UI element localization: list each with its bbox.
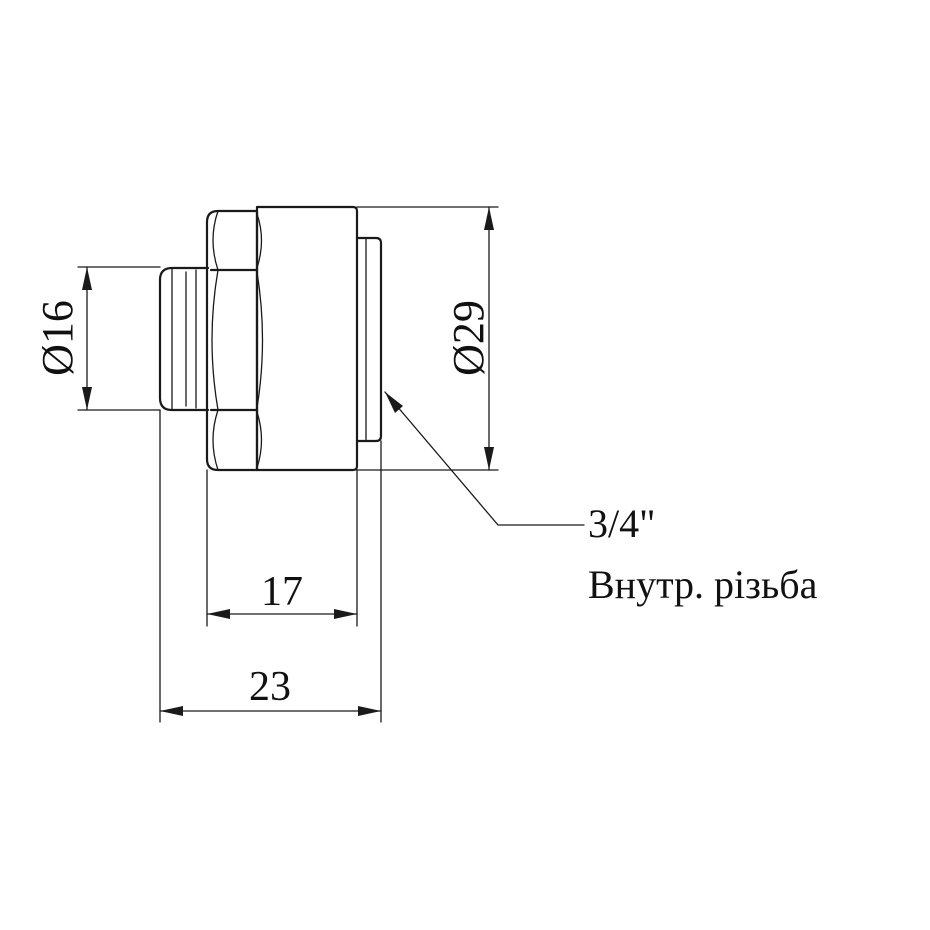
dimension-length-total: 23 [159, 409, 382, 723]
fitting-outline [158, 205, 383, 472]
thread-size-label: 3/4" [588, 501, 655, 546]
thread-collar [355, 236, 383, 443]
length-hex-label: 17 [261, 569, 303, 615]
diameter-large-label: Ø29 [444, 300, 493, 376]
threaded-spigot [158, 266, 210, 412]
diameter-small-label: Ø16 [33, 300, 82, 376]
thread-callout: 3/4" Внутр. різьба [384, 391, 818, 607]
hex-nut [205, 209, 264, 472]
thread-type-label: Внутр. різьба [588, 562, 818, 607]
dimension-diameter-small: Ø16 [33, 266, 161, 411]
length-total-label: 23 [249, 664, 291, 710]
dimension-diameter-large: Ø29 [356, 206, 499, 471]
dimension-length-hex: 17 [206, 469, 358, 627]
round-body [255, 205, 359, 472]
